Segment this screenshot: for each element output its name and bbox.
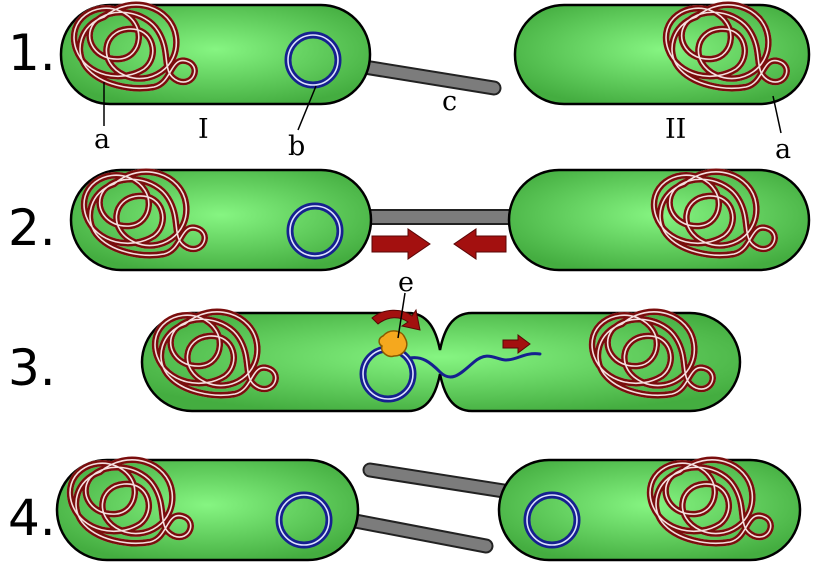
step-3: 3. e: [8, 267, 742, 413]
step-number: 4.: [8, 489, 56, 547]
pilus: [364, 464, 516, 498]
transferred-dna-strand: [408, 352, 542, 379]
pilus: [359, 209, 521, 225]
step-number: 3.: [8, 339, 56, 397]
label-recipient-cell-II: II: [665, 114, 686, 145]
step-number: 1.: [8, 24, 56, 82]
leader-line-a-right: [772, 95, 782, 134]
pilus: [346, 59, 500, 94]
leader-line-b: [297, 85, 317, 131]
label-pilus-c: c: [442, 86, 457, 117]
label-chromosome-a: a: [94, 124, 110, 155]
step-2: 2.: [8, 170, 811, 272]
label-chromosome-a-recipient: a: [775, 134, 791, 165]
arrow-left-icon: [453, 228, 507, 260]
enzyme-icon: [378, 330, 408, 358]
transfer-arrow-icon: [502, 334, 531, 354]
step-4: 4.: [8, 460, 802, 562]
label-plasmid-b: b: [288, 131, 305, 162]
arrow-right-icon: [371, 228, 431, 260]
step-number: 2.: [8, 199, 56, 257]
label-enzyme-e: e: [398, 267, 414, 298]
pilus: [344, 514, 492, 552]
label-donor-cell-I: I: [198, 114, 209, 145]
rotation-arrow-icon: [371, 308, 421, 331]
step-1: 1. a I b c II a: [8, 5, 811, 165]
leader-line-e: [397, 292, 406, 339]
